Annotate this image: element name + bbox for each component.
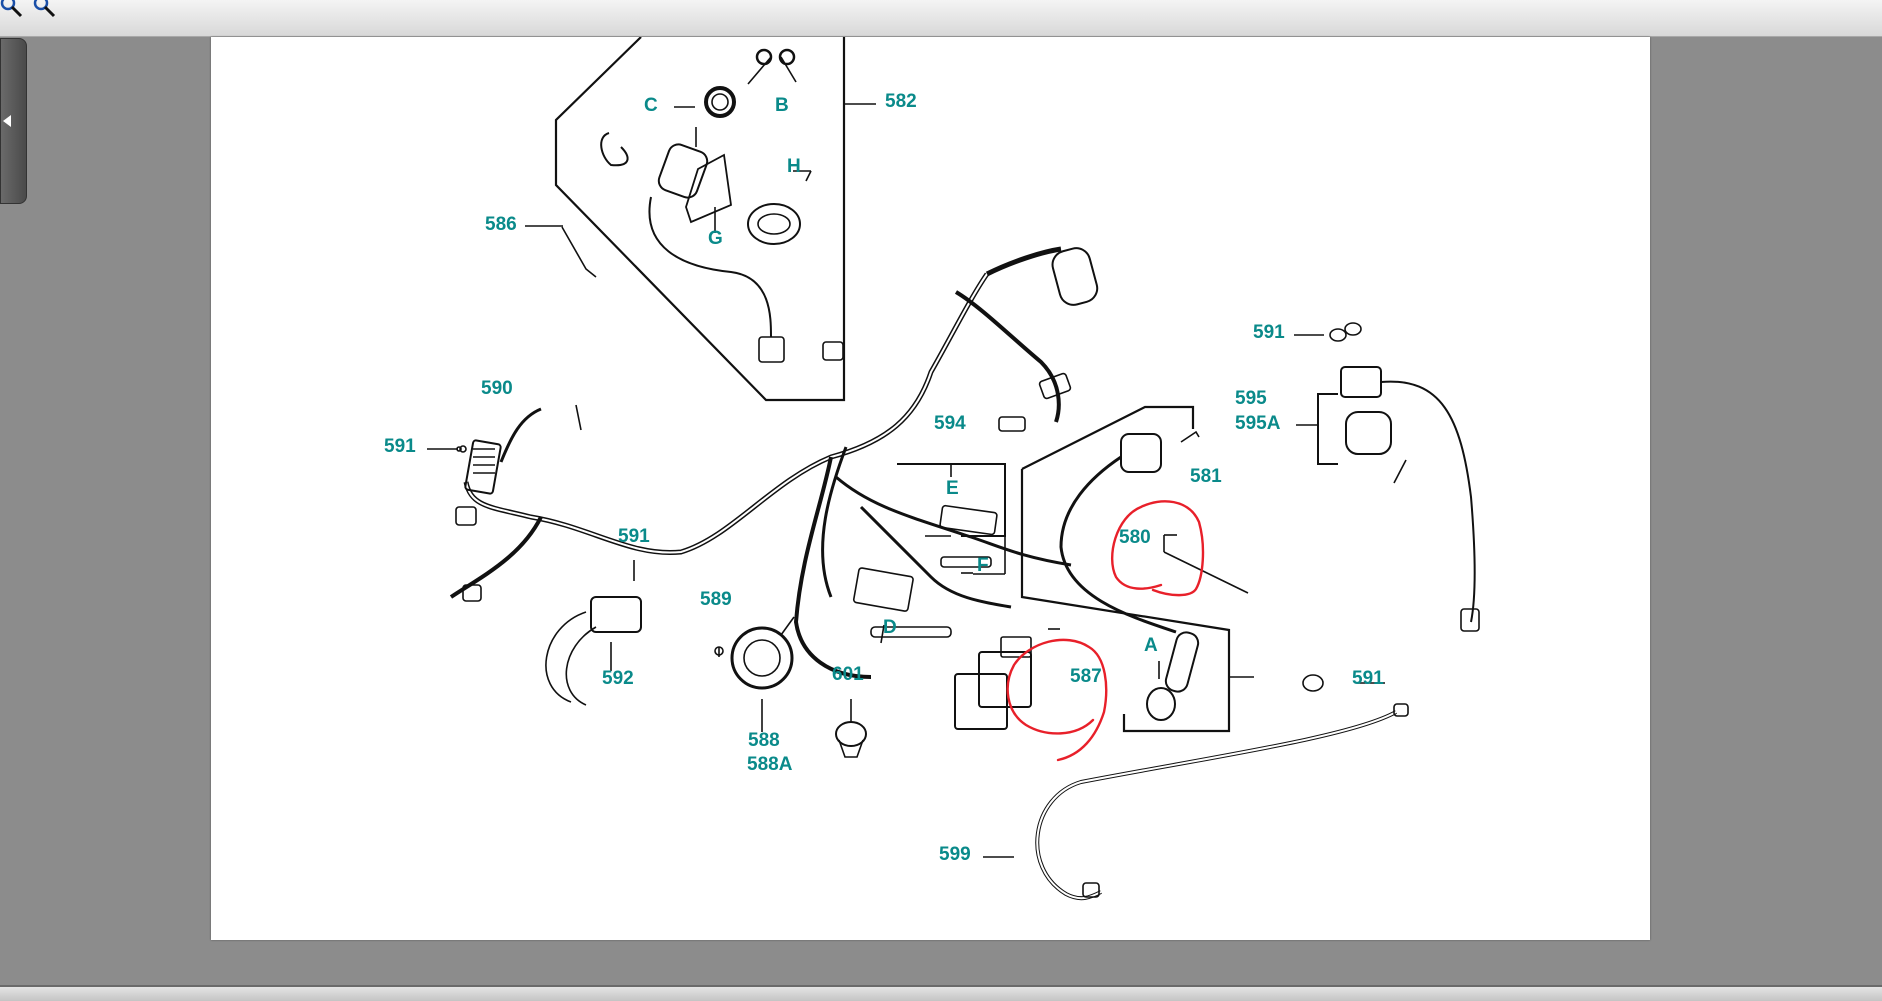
part-label-582: 582 — [885, 91, 917, 112]
wiring-diagram — [427, 37, 1480, 901]
zoom-out-icon[interactable] — [30, 0, 60, 24]
part-label-601: 601 — [832, 664, 864, 685]
part-label-590: 590 — [481, 378, 513, 399]
side-panel-toggle[interactable] — [0, 38, 27, 204]
part-label-587: 587 — [1070, 666, 1102, 687]
part-label-591-mid: 591 — [618, 526, 650, 547]
part-label-B: B — [775, 95, 789, 116]
part-label-599: 599 — [939, 844, 971, 865]
part-label-586: 586 — [485, 214, 517, 235]
part-label-589: 589 — [700, 589, 732, 610]
part-label-H: H — [787, 156, 801, 177]
annotation-circle-587 — [1006, 638, 1108, 762]
part-label-C: C — [644, 95, 658, 116]
part-label-591-top: 591 — [1253, 322, 1285, 343]
part-label-A: A — [1144, 635, 1158, 656]
toolbar — [0, 0, 1882, 37]
part-label-595A: 595A — [1235, 413, 1281, 434]
collapse-arrow-icon — [3, 115, 11, 127]
part-label-591-left: 591 — [384, 436, 416, 457]
part-label-588A: 588A — [747, 754, 793, 775]
group-580-frame — [1020, 469, 1231, 733]
part-label-581: 581 — [1190, 466, 1222, 487]
part-label-580: 580 — [1119, 527, 1151, 548]
part-label-594: 594 — [934, 413, 966, 434]
part-label-G: G — [708, 228, 723, 249]
part-label-D: D — [883, 617, 897, 638]
part-label-592: 592 — [602, 668, 634, 689]
annotation-circle-580 — [1111, 500, 1205, 597]
part-label-591-right: 591 — [1352, 668, 1384, 689]
part-label-595: 595 — [1235, 388, 1267, 409]
group-582-frame — [554, 37, 846, 402]
part-label-588: 588 — [748, 730, 780, 751]
status-bar — [0, 985, 1882, 1001]
part-label-F: F — [977, 555, 989, 576]
zoom-in-icon[interactable] — [0, 0, 30, 24]
document-page: 582 B C H G 586 591 595 595A 590 591 594… — [211, 37, 1650, 940]
part-label-E: E — [946, 478, 959, 499]
